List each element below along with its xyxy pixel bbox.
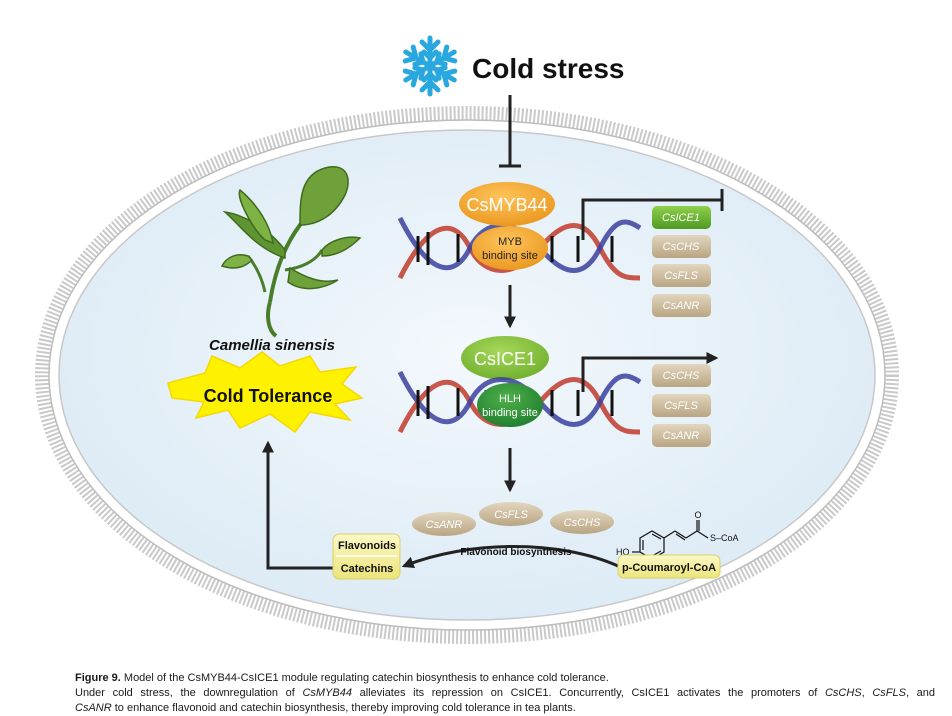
pathway-arrow — [401, 545, 619, 569]
caption-text-3: to enhance flavonoid and catechin biosyn… — [111, 702, 576, 714]
activated-gene-3: CsANR — [663, 430, 700, 442]
products-box: Flavonoids Catechins — [332, 533, 401, 580]
substrate-label: p-Coumaroyl-CoA — [622, 562, 716, 574]
cold-tolerance-label: Cold Tolerance — [204, 386, 333, 406]
repressed-gene-3: CsFLS — [664, 270, 698, 282]
caption-sep-1: , — [861, 687, 873, 699]
enzyme-group: CsANR CsFLS CsCHS — [412, 502, 614, 536]
enzyme-csanr — [412, 512, 476, 536]
snowflake-icon — [402, 35, 458, 94]
enzyme-3: CsCHS — [564, 517, 601, 529]
figure-caption: Figure 9. Model of the CsMYB44-CsICE1 mo… — [75, 671, 935, 716]
caption-gene-anr: CsANR — [75, 702, 112, 714]
enzyme-1: CsANR — [426, 519, 463, 531]
caption-line-2: Under cold stress, the downregulation of… — [75, 686, 935, 701]
inhibition-cold-to-myb44 — [499, 95, 521, 168]
repressed-gene-1: CsICE1 — [662, 212, 700, 224]
caption-gene-chs: CsCHS — [824, 687, 862, 699]
repressed-gene-4: CsANR — [663, 300, 700, 312]
enzyme-cschs — [550, 510, 614, 534]
activation-arrow — [581, 352, 719, 392]
substrate-box: p-Coumaroyl-CoA — [617, 554, 721, 579]
repression-bracket — [581, 189, 724, 240]
caption-line-3: CsANR to enhance flavonoid and catechin … — [75, 701, 935, 716]
caption-text-2: alleviates its repression on CsICE1. Con… — [351, 687, 825, 699]
cold-stress-title: Cold stress — [472, 53, 625, 84]
caption-title: Model of the CsMYB44-CsICE1 module regul… — [123, 672, 609, 684]
species-label: Camellia sinensis — [209, 337, 335, 354]
activated-gene-1: CsCHS — [663, 370, 700, 382]
caption-label: Figure 9. — [75, 672, 121, 684]
hlh-site-line1: HLH — [499, 393, 521, 405]
gene-box-csice1 — [652, 206, 711, 229]
csmyb44-protein: CsMYB44 — [459, 182, 555, 226]
enzyme-csfls — [479, 502, 543, 526]
figure-diagram: Cold stress MYB binding site CsMYB44 CsI… — [35, 35, 899, 644]
chem-ho: HO — [616, 547, 630, 557]
csmyb44-label: CsMYB44 — [466, 195, 547, 215]
caption-gene-myb44: CsMYB44 — [302, 687, 352, 699]
arrow-products-to-tolerance — [262, 440, 333, 570]
myb-site-line2: binding site — [482, 250, 538, 262]
csice1-protein: CsICE1 — [461, 336, 549, 380]
product-2: Catechins — [341, 563, 394, 575]
tea-plant-icon — [220, 166, 362, 338]
hlh-site-line2: binding site — [482, 407, 538, 419]
caption-gene-fls: CsFLS — [872, 687, 906, 699]
activated-gene-list: CsCHS CsFLS CsANR — [652, 364, 711, 447]
cell-membrane — [35, 106, 899, 644]
coumaroyl-structure — [632, 520, 709, 560]
pathway-label: Flavonoid biosynthesis — [460, 547, 572, 558]
product-1: Flavonoids — [338, 540, 396, 552]
chem-o: O — [694, 510, 701, 520]
repressed-gene-list: CsICE1 CsCHS CsFLS CsANR — [652, 206, 711, 317]
caption-sep-2: , and — [905, 687, 936, 699]
caption-line-1: Figure 9. Model of the CsMYB44-CsICE1 mo… — [75, 671, 935, 686]
myb-site-line1: MYB — [498, 236, 522, 248]
cold-tolerance-burst — [167, 351, 364, 434]
enzyme-2: CsFLS — [494, 509, 528, 521]
csice1-label: CsICE1 — [474, 349, 536, 369]
myb-binding-site: MYB binding site — [472, 226, 548, 270]
chem-s-coa: S–CoA — [710, 533, 739, 543]
repressed-gene-2: CsCHS — [663, 241, 700, 253]
activated-gene-2: CsFLS — [664, 400, 698, 412]
caption-text-1: Under cold stress, the downregulation of — [75, 687, 303, 699]
hlh-binding-site: HLH binding site — [477, 383, 543, 427]
